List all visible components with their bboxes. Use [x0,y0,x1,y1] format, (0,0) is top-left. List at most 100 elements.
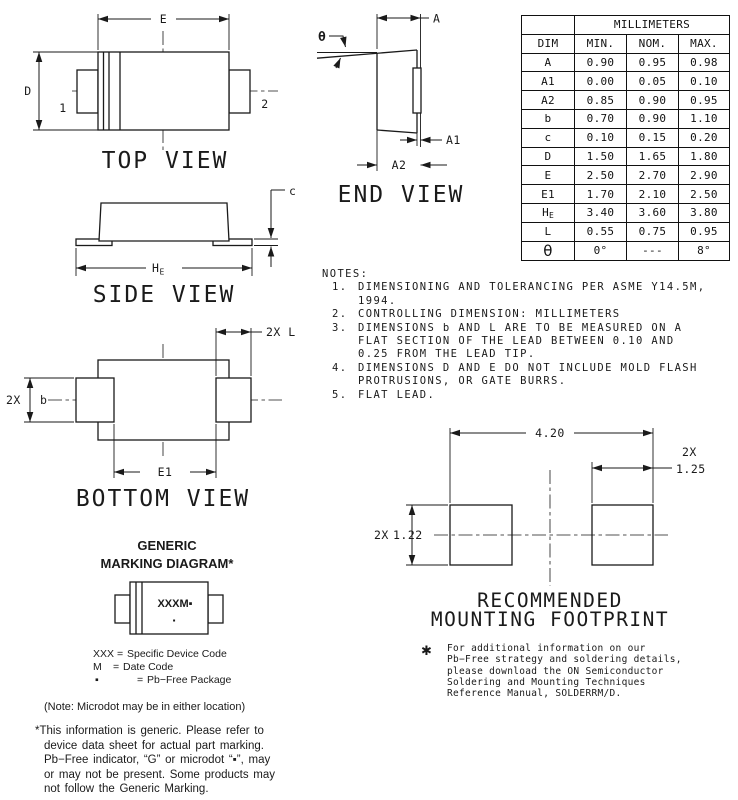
legend-key: ▪ [95,674,99,686]
table-cell: 1.65 [626,146,679,167]
note-number: 4. [332,361,348,374]
left-lead [75,238,113,247]
table-cell: 0.90 [626,90,679,110]
package-body [97,359,230,441]
legend-key: XXX [93,648,115,660]
top-view-title: TOP VIEW [102,148,229,174]
table-cell: NOM. [626,33,679,54]
table-cell: 2.90 [678,165,730,186]
body-top-edge [316,49,418,59]
package-body [129,581,209,635]
table-cell: b [521,108,575,129]
table-cell: E [521,165,575,186]
table-cell [521,15,575,35]
note-text: FLAT LEAD. [358,388,436,401]
table-cell: 1.10 [678,108,730,129]
table-cell: 2.50 [574,165,627,186]
table-cell: 0.90 [574,52,627,73]
marking-code-text: XXXM▪ [157,598,192,610]
table-group-header: MILLIMETERS [574,15,730,35]
marking-title-line2: MARKING DIAGRAM* [100,555,234,571]
marking-title-line1: GENERIC [137,538,197,553]
table-cell: 0.85 [574,90,627,110]
right-pad [591,504,654,566]
legend-value: Specific Device Code [127,648,227,660]
table-cell: c [521,127,575,148]
right-lead [212,238,253,247]
pin-1-label: 1 [59,101,66,115]
table-cell: 1.70 [574,184,627,204]
table-cell: HE [521,202,575,223]
dim-label-A: A [433,12,440,26]
table-cell: 3.80 [678,202,730,223]
end-view-title: END VIEW [338,182,465,208]
bottom-view-title: BOTTOM VIEW [76,486,250,512]
table-cell: MIN. [574,33,627,54]
legend-value: Pb−Free Package [147,674,232,686]
table-cell: 0.95 [678,90,730,110]
left-pad [449,504,513,566]
table-cell: MAX. [678,33,730,54]
table-cell: 0.98 [678,52,730,73]
right-lead [228,69,251,114]
table-cell: θ [521,240,575,261]
table-cell: 0.20 [678,127,730,148]
table-row: MILLIMETERS [521,15,730,35]
table-cell: 2.10 [626,184,679,204]
table-cell: 0.55 [574,221,627,242]
table-cell: 0° [574,240,627,261]
dim-label-2x: 2X [682,445,697,459]
table-cell: 2.70 [626,165,679,186]
dim-label-4-20: 4.20 [535,426,565,440]
table-cell: A1 [521,71,575,92]
note-item: 5.FLAT LEAD. [322,389,736,402]
note-text: DIMENSIONING AND TOLERANCING PER ASME Y1… [358,281,706,307]
marking-footnote: *This information is generic. Please ref… [35,725,276,796]
pin-2-label: 2 [261,97,268,111]
table-cell: 0.75 [626,221,679,242]
note-item: 4.DIMENSIONS D AND E DO NOT INCLUDE MOLD… [322,362,736,389]
lead-profile [412,67,422,114]
note-number: 1. [332,281,348,294]
table-cell: 0.90 [626,108,679,129]
marking-package-drawing: XXXM▪ ▪ [114,581,224,635]
package-body [97,51,230,131]
bottom-view-drawing: 2X L 2X b E1 BOTTOM VIEW [6,325,296,512]
left-lead [114,594,131,624]
package-body [98,202,230,242]
legend-equals: = [137,674,144,686]
table-cell: 0.70 [574,108,627,129]
end-view-drawing: A θ A1 A2 END VIEW [316,12,465,208]
table-cell: L [521,221,575,242]
table-cell: DIM [521,33,575,54]
dim-label-b: b [40,393,47,407]
table-cell: 0.95 [678,221,730,242]
table-cell: 3.40 [574,202,627,223]
dim-label-2xL: 2X L [266,325,296,339]
left-lead [75,377,115,423]
notes-section: NOTES: 1. DIMENSIONING AND TOLERANCING PE… [322,268,736,402]
note-item: 2.CONTROLLING DIMENSION: MILLIMETERS [322,308,736,321]
dim-label-2x: 2X [374,528,389,542]
dim-label-2x: 2X [6,393,21,407]
note-number: 3. [332,321,348,334]
table-cell: 3.60 [626,202,679,223]
table-cell: 1.80 [678,146,730,167]
notes-title: NOTES: [322,268,369,280]
note-text: CONTROLLING DIMENSION: MILLIMETERS [358,308,621,321]
footprint-title-line2: MOUNTING FOOTPRINT [431,608,669,631]
microdot-mark: ▪ [173,616,176,625]
footprint-title-line1: RECOMMENDED [477,589,623,612]
marking-diagram-title: GENERIC MARKING DIAGRAM* [38,537,296,572]
table-cell: 8° [678,240,730,261]
legend-key: M [93,661,102,673]
dim-label-c: c [289,184,296,198]
